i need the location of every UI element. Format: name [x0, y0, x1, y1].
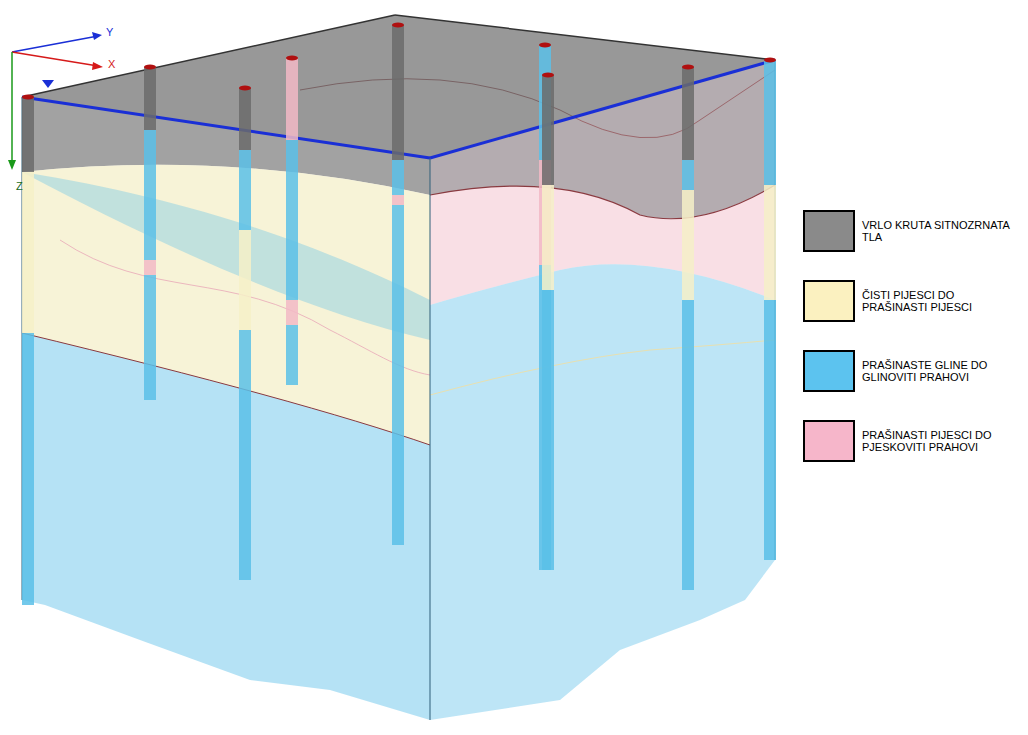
borehole-top	[539, 43, 551, 48]
borehole-segment	[392, 160, 404, 195]
borehole-top	[239, 86, 251, 91]
block-edge	[430, 158, 431, 720]
borehole-segment	[392, 205, 404, 545]
legend-swatch	[803, 350, 855, 392]
borehole-segment	[286, 58, 298, 140]
borehole-segment	[239, 88, 251, 150]
borehole-segment	[286, 300, 298, 325]
top-edge	[430, 60, 775, 158]
borehole-segment	[22, 333, 34, 605]
borehole-top	[542, 73, 554, 78]
borehole-segment	[682, 67, 694, 160]
borehole-segment	[22, 172, 34, 333]
borehole-segment	[764, 60, 776, 185]
x-axis	[12, 52, 98, 66]
borehole-segment	[682, 160, 694, 190]
y-axis	[12, 36, 98, 52]
legend-text: VRLO KRUTA SITNOZRNATA TLA	[862, 219, 1012, 243]
layer-boundary	[430, 185, 775, 219]
borehole-segment	[392, 25, 404, 160]
axis-label: X	[108, 58, 115, 70]
borehole-top	[764, 58, 776, 63]
top-edge	[395, 15, 775, 60]
legend-text: PRAŠINASTI PIJESCI DO PJESKOVITI PRAHOVI	[862, 429, 1012, 453]
layer-boundary	[22, 333, 430, 445]
legend-swatch	[803, 280, 855, 322]
borehole-segment	[286, 140, 298, 300]
top-edge	[22, 97, 430, 158]
borehole-top	[392, 23, 404, 28]
borehole-segment	[144, 260, 156, 275]
borehole-segment	[542, 185, 554, 290]
borehole-top	[682, 65, 694, 70]
borehole-segment	[542, 290, 554, 570]
borehole-segment	[392, 195, 404, 205]
top-edge	[22, 15, 395, 97]
borehole-top	[22, 95, 34, 100]
borehole-top	[286, 56, 298, 61]
clay-layer	[22, 333, 430, 720]
axis-arrowhead	[8, 160, 16, 170]
axis-label: Z	[16, 180, 23, 192]
axis-arrowhead	[92, 32, 102, 40]
borehole-segment	[239, 230, 251, 330]
axis-label: Y	[106, 26, 113, 38]
clay-lens	[22, 172, 430, 340]
borehole-segment	[682, 190, 694, 300]
borehole-segment	[239, 150, 251, 230]
borehole-segment	[144, 275, 156, 400]
layer-boundary	[430, 340, 775, 395]
legend-text: PRAŠINASTE GLINE DO GLINOVITI PRAHOVI	[862, 359, 1012, 383]
borehole-segment	[239, 330, 251, 580]
borehole-segment	[682, 300, 694, 590]
z-axis	[11, 52, 13, 162]
borehole-segment	[144, 67, 156, 130]
clay-layer	[430, 264, 775, 720]
axis-arrowhead	[92, 62, 103, 70]
borehole-segment	[22, 97, 34, 172]
legend-swatch	[803, 210, 855, 252]
legend-text: ČISTI PIJESCI DO PRAŠINASTI PIJESCI	[862, 289, 1012, 313]
legend-swatch	[803, 420, 855, 462]
borehole-top	[144, 65, 156, 70]
borehole-segment	[764, 300, 776, 560]
borehole-segment	[764, 185, 776, 300]
borehole-segment	[542, 75, 554, 185]
borehole-segment	[286, 325, 298, 385]
borehole-segment	[144, 130, 156, 260]
water-level-symbol	[42, 80, 54, 88]
